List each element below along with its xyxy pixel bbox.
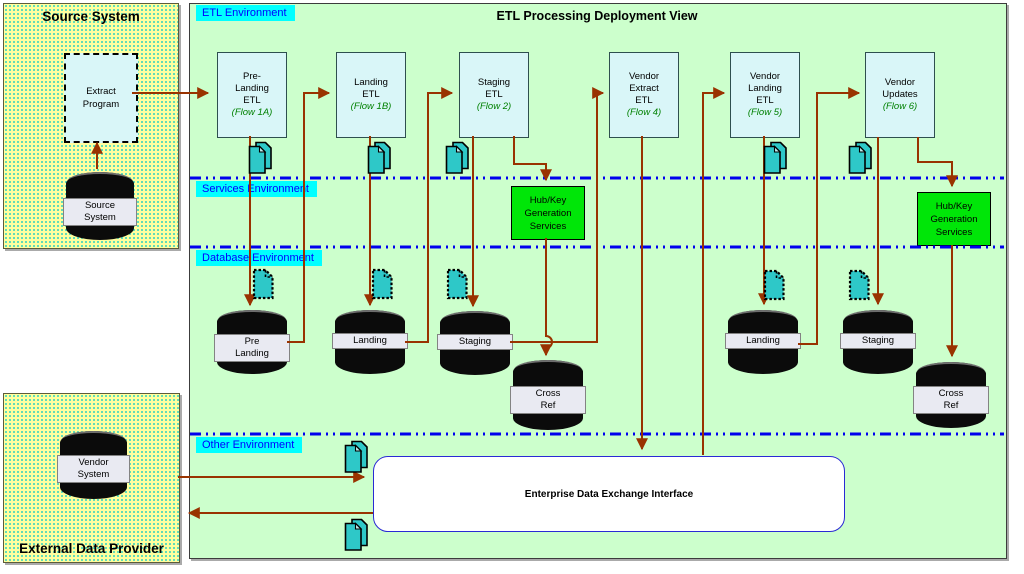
etl-node-landing[interactable]: Landing ETL (Flow 1B) [336,52,406,138]
vendor-system-database[interactable]: Vendor System [57,431,130,499]
db-staging-2[interactable]: Staging [840,310,916,374]
hub-key-generation-services-2[interactable]: Hub/Key Generation Services [917,192,991,246]
flow-label: (Flow 1B) [350,101,392,112]
other-environment-label: Other Environment [196,437,303,453]
services-environment-label: Services Environment [196,181,317,197]
source-system-database[interactable]: Source System [63,172,137,240]
extract-program-label-line: Extract [86,86,116,97]
vendor-system-database-label: Vendor System [57,455,130,483]
flow-label: (Flow 2) [476,101,512,112]
external-data-provider-title: External Data Provider [19,541,164,556]
document-stack-icon[interactable] [763,141,788,180]
external-data-provider-group[interactable]: External Data Provider Vendor System [3,393,180,563]
document-dashed-icon[interactable] [446,268,469,305]
flow-label: (Flow 1A) [231,107,273,118]
db-staging-1[interactable]: Staging [437,311,513,375]
document-stack-icon[interactable] [367,141,392,180]
document-stack-icon[interactable] [248,141,273,180]
etl-node-pre-landing[interactable]: Pre- Landing ETL (Flow 1A) [217,52,287,138]
document-stack-icon[interactable] [445,141,470,180]
document-dashed-icon[interactable] [252,268,275,305]
extract-program-label-line: Program [82,99,120,110]
db-cross-ref-2[interactable]: Cross Ref [913,362,989,428]
document-stack-icon[interactable] [344,518,369,557]
flow-label: (Flow 4) [626,107,662,118]
db-landing-2[interactable]: Landing [725,310,801,374]
db-pre-landing[interactable]: Pre Landing [214,310,290,374]
source-system-group-title: Source System [42,9,140,24]
flow-label: (Flow 5) [747,107,783,118]
document-dashed-icon[interactable] [371,268,394,305]
source-system-database-label: Source System [63,198,137,226]
document-dashed-icon[interactable] [848,269,871,306]
etl-node-vendor-updates[interactable]: Vendor Updates (Flow 6) [865,52,935,138]
db-landing-1[interactable]: Landing [332,310,408,374]
source-system-group[interactable]: Source System Extract Program Source Sys… [3,3,179,249]
enterprise-data-exchange-interface[interactable]: Enterprise Data Exchange Interface [373,456,845,532]
document-dashed-icon[interactable] [763,269,786,306]
diagram-title: ETL Processing Deployment View [496,9,698,23]
database-environment-label: Database Environment [196,250,322,266]
db-cross-ref-1[interactable]: Cross Ref [510,360,586,430]
etl-node-vendor-extract[interactable]: Vendor Extract ETL (Flow 4) [609,52,679,138]
hub-key-generation-services-1[interactable]: Hub/Key Generation Services [511,186,585,240]
flow-label: (Flow 6) [882,101,918,112]
extract-program-node[interactable]: Extract Program [64,53,138,143]
document-stack-icon[interactable] [344,440,369,479]
etl-node-vendor-landing[interactable]: Vendor Landing ETL (Flow 5) [730,52,800,138]
document-stack-icon[interactable] [848,141,873,180]
etl-environment-tag: ETL Environment [196,5,295,21]
etl-node-staging[interactable]: Staging ETL (Flow 2) [459,52,529,138]
